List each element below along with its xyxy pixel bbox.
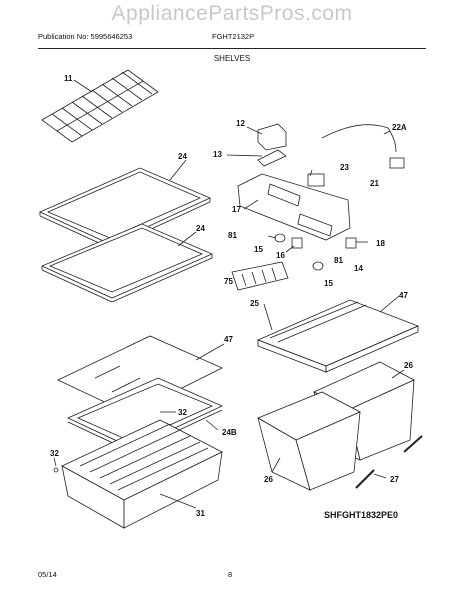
glass-shelf-upper [39,167,211,249]
callout-22a: 22A [392,123,407,132]
callout-11: 11 [64,74,73,83]
crisper-cover-right [256,299,420,373]
control-housing-part [237,173,351,241]
wire-harness-part [321,124,397,153]
callout-24b: 24B [222,428,237,437]
callout-32-right: 32 [178,408,187,417]
callout-81-left: 81 [228,231,237,240]
crisper-drawer-right-b [257,391,361,491]
callout-47-right: 47 [399,291,408,300]
connector-part [389,157,405,169]
callout-15-lower: 15 [324,279,333,288]
callout-16: 16 [276,251,285,260]
callout-18: 18 [376,239,385,248]
callout-15-upper: 15 [254,245,263,254]
light-bulb-part [274,233,286,243]
footer-date: 05/14 [38,570,57,579]
callout-17: 17 [232,205,241,214]
glass-shelf-lower [41,223,214,303]
callout-32-left: 32 [50,449,59,458]
callout-47-left: 47 [224,335,233,344]
callout-12: 12 [236,119,245,128]
air-damper-part [257,123,287,167]
callout-24-lower: 24 [196,224,205,233]
callout-23: 23 [340,163,349,172]
callout-13: 13 [213,150,222,159]
vent-grille-part [231,261,289,291]
callout-31: 31 [196,509,205,518]
callout-14: 14 [354,264,363,273]
section-title: SHELVES [213,54,251,63]
callout-25: 25 [250,299,259,308]
callout-81-right: 81 [334,256,343,265]
wire-shelf-part [41,69,159,143]
page-number: 8 [228,570,233,579]
diagram-code: SHFGHT1832PE0 [324,510,399,520]
model-number: FGHT2132P [212,32,255,41]
callout-26-right: 26 [404,361,413,370]
header-rule [38,48,426,49]
crisper-drawer-left [61,419,223,529]
site-watermark: AppliancePartsPros.com [111,2,353,25]
callout-24-upper: 24 [178,152,187,161]
callout-75: 75 [224,277,233,286]
callout-26-lower: 26 [264,475,273,484]
publication-number: Publication No: 5995646253 [38,32,133,41]
callout-27: 27 [390,475,399,484]
callout-21: 21 [370,179,379,188]
